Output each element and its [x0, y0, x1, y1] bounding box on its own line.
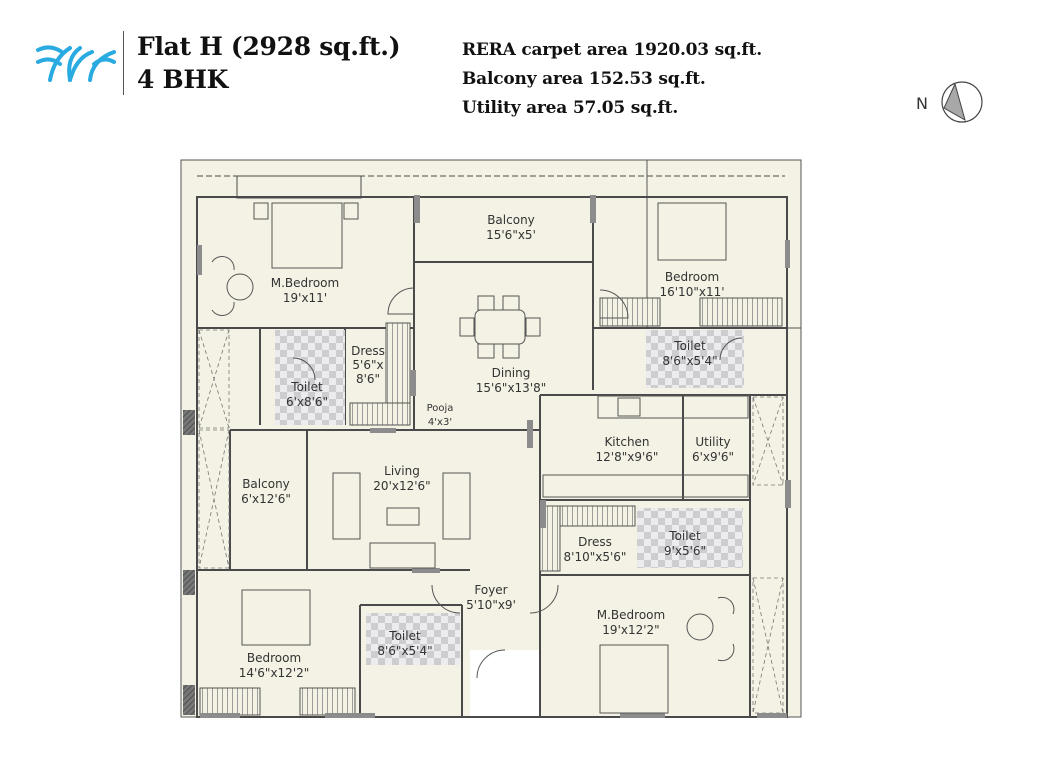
utility-area: Utility area 57.05 sq.ft.: [462, 98, 679, 118]
room-label-toilet-3: Toilet: [668, 529, 701, 543]
doors: [292, 287, 743, 679]
room-size-mbedroom-2: 19'x12'2": [602, 623, 659, 637]
compass-label: N: [916, 94, 928, 113]
wardrobes: [199, 297, 783, 716]
room-label-bedroom-top: Bedroom: [665, 270, 719, 284]
room-size-dress-1b: 8'6": [356, 372, 380, 386]
room-size-pooja: 4'x3': [428, 417, 452, 428]
flat-title-line1: Flat H (2928 sq.ft.): [137, 32, 401, 61]
header-divider: [123, 31, 124, 95]
room-label-dining: Dining: [492, 366, 531, 380]
room-label-balcony-left: Balcony: [242, 477, 290, 491]
room-label-pooja: Pooja: [427, 403, 454, 414]
room-label-toilet-4: Toilet: [388, 629, 421, 643]
duct-shafts: [198, 329, 784, 714]
room-size-bedroom-bottom: 14'6"x12'2": [239, 666, 310, 680]
room-label-toilet-2: Toilet: [673, 339, 706, 353]
area-summary: RERA carpet area 1920.03 sq.ft. Balcony …: [462, 36, 762, 123]
room-size-dining: 15'6"x13'8": [476, 381, 547, 395]
room-size-dress-1a: 5'6"x: [352, 358, 383, 372]
room-size-foyer: 5'10"x9': [466, 598, 516, 612]
columns: [183, 195, 791, 718]
room-label-utility: Utility: [695, 435, 730, 449]
room-size-kitchen: 12'8"x9'6": [596, 450, 659, 464]
room-size-dress-2: 8'10"x5'6": [564, 550, 627, 564]
room-label-kitchen: Kitchen: [604, 435, 649, 449]
room-label-dress-2: Dress: [578, 535, 612, 549]
room-label-bedroom-bottom: Bedroom: [247, 651, 301, 665]
flat-title-line2: 4 BHK: [137, 65, 229, 94]
room-label-balcony-top: Balcony: [487, 213, 535, 227]
room-size-living: 20'x12'6": [373, 479, 430, 493]
room-label-living: Living: [384, 464, 420, 478]
outer-wall: [196, 196, 788, 718]
north-compass: N: [916, 78, 986, 126]
room-size-toilet-4: 8'6"x5'4": [377, 644, 432, 658]
room-size-utility: 6'x9'6": [692, 450, 734, 464]
room-label-foyer: Foyer: [474, 583, 507, 597]
room-labels: M.Bedroom 19'x11' Balcony 15'6"x5' Bedro…: [239, 213, 734, 680]
carpet-area: RERA carpet area 1920.03 sq.ft.: [462, 40, 762, 60]
brand-logo-icon: [36, 45, 116, 82]
room-label-mbedroom-2: M.Bedroom: [597, 608, 665, 622]
flat-title: Flat H (2928 sq.ft.) 4 BHK: [137, 30, 401, 96]
toilet-tiles: [275, 330, 744, 665]
room-label-mbedroom-1: M.Bedroom: [271, 276, 339, 290]
furniture: [211, 202, 749, 714]
balcony-area: Balcony area 152.53 sq.ft.: [462, 69, 706, 89]
room-size-toilet-1: 6'x8'6": [286, 395, 328, 409]
room-size-toilet-2: 8'6"x5'4": [662, 354, 717, 368]
north-compass-icon: [941, 81, 983, 123]
outer-slab: [180, 159, 802, 718]
room-size-balcony-left: 6'x12'6": [241, 492, 291, 506]
room-label-toilet-1: Toilet: [290, 380, 323, 394]
room-size-mbedroom-1: 19'x11': [283, 291, 327, 305]
room-size-toilet-3: 9'x5'6": [664, 544, 706, 558]
room-size-bedroom-top: 16'10"x11': [659, 285, 724, 299]
room-size-balcony-top: 15'6"x5': [486, 228, 536, 242]
room-label-dress-1: Dress: [351, 344, 385, 358]
